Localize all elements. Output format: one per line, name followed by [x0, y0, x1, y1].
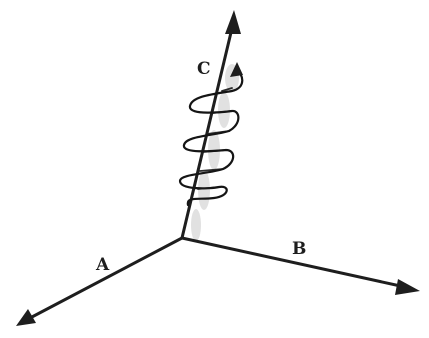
axis-label-a: A [95, 255, 110, 275]
helix-coil [178, 68, 244, 207]
axis-a-arrowhead [16, 309, 36, 326]
helix-arrowhead [230, 62, 243, 77]
axis-c-arrowhead [225, 10, 241, 34]
axis-c [180, 22, 235, 240]
axis-a [28, 236, 184, 320]
axis-label-c: C [197, 59, 211, 79]
helix-shadow [191, 64, 239, 241]
axis-label-b: B [292, 239, 306, 259]
axis-b [180, 236, 407, 289]
axis-b-arrowhead [395, 279, 420, 295]
